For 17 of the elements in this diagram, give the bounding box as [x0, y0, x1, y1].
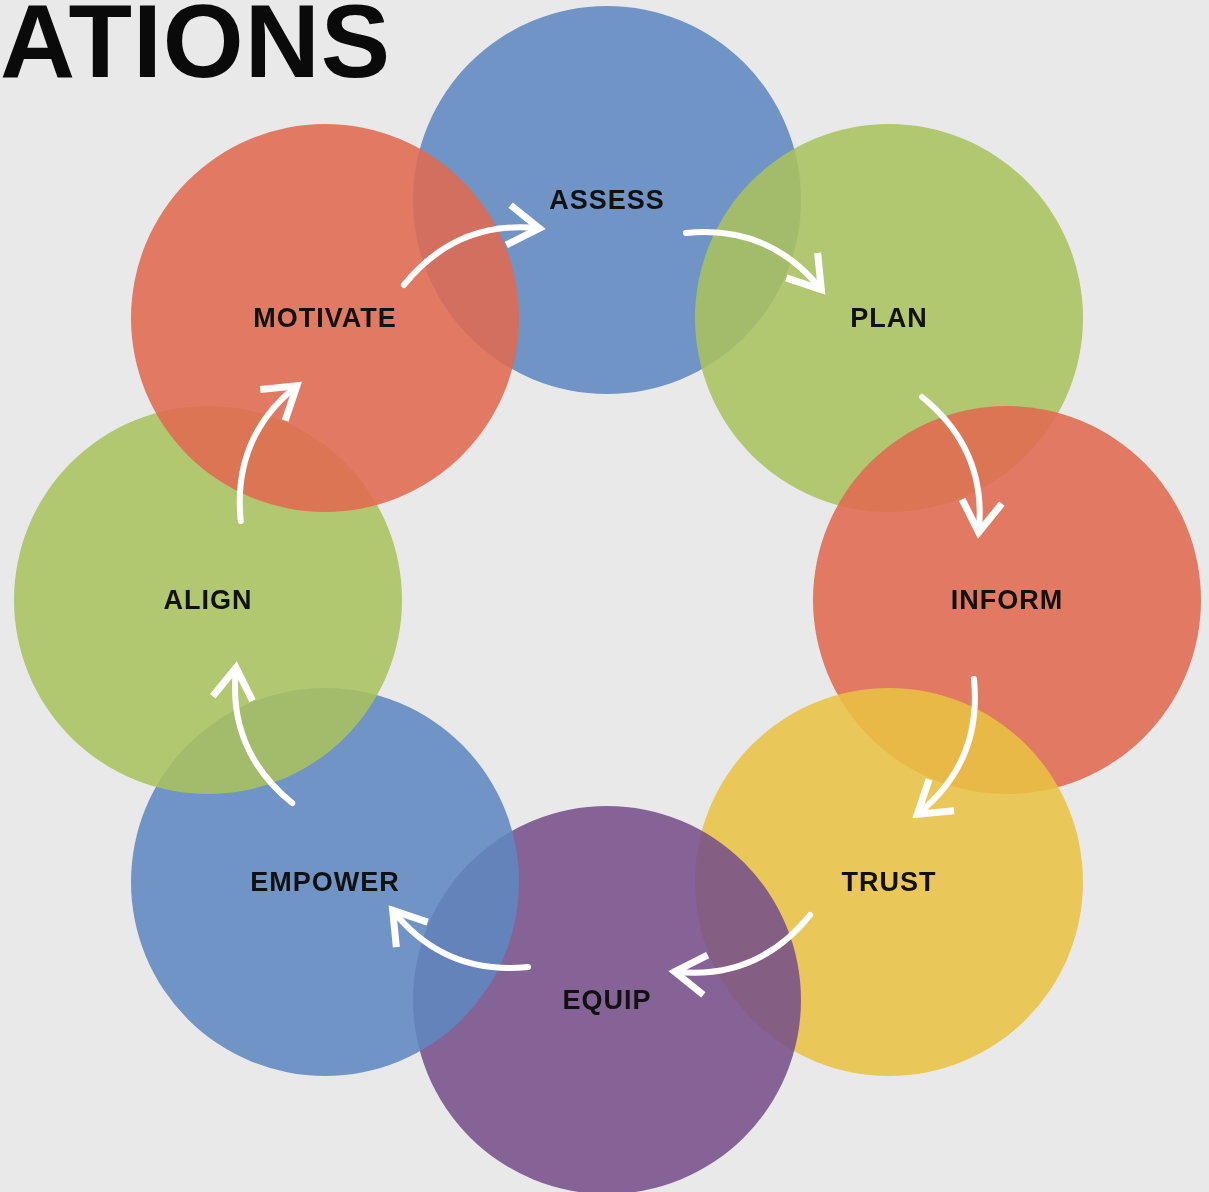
curved-arrow: [400, 202, 543, 288]
step-label: INFORM: [950, 584, 1064, 616]
curved-arrow: [919, 393, 1005, 536]
curved-arrow: [682, 229, 825, 294]
step-label: ASSESS: [549, 184, 665, 216]
curved-arrow: [671, 912, 814, 998]
step-label: TRUST: [841, 866, 937, 898]
curved-arrow: [913, 675, 978, 818]
step-label: MOTIVATE: [253, 302, 397, 334]
curved-arrow: [236, 382, 301, 525]
curved-arrow: [389, 906, 532, 971]
title: ATIONS: [0, 0, 392, 99]
step-label: PLAN: [850, 302, 928, 334]
curved-arrow: [210, 664, 296, 807]
step-label: ALIGN: [163, 584, 253, 616]
step-label: EQUIP: [562, 984, 652, 1016]
step-label: EMPOWER: [250, 866, 400, 898]
